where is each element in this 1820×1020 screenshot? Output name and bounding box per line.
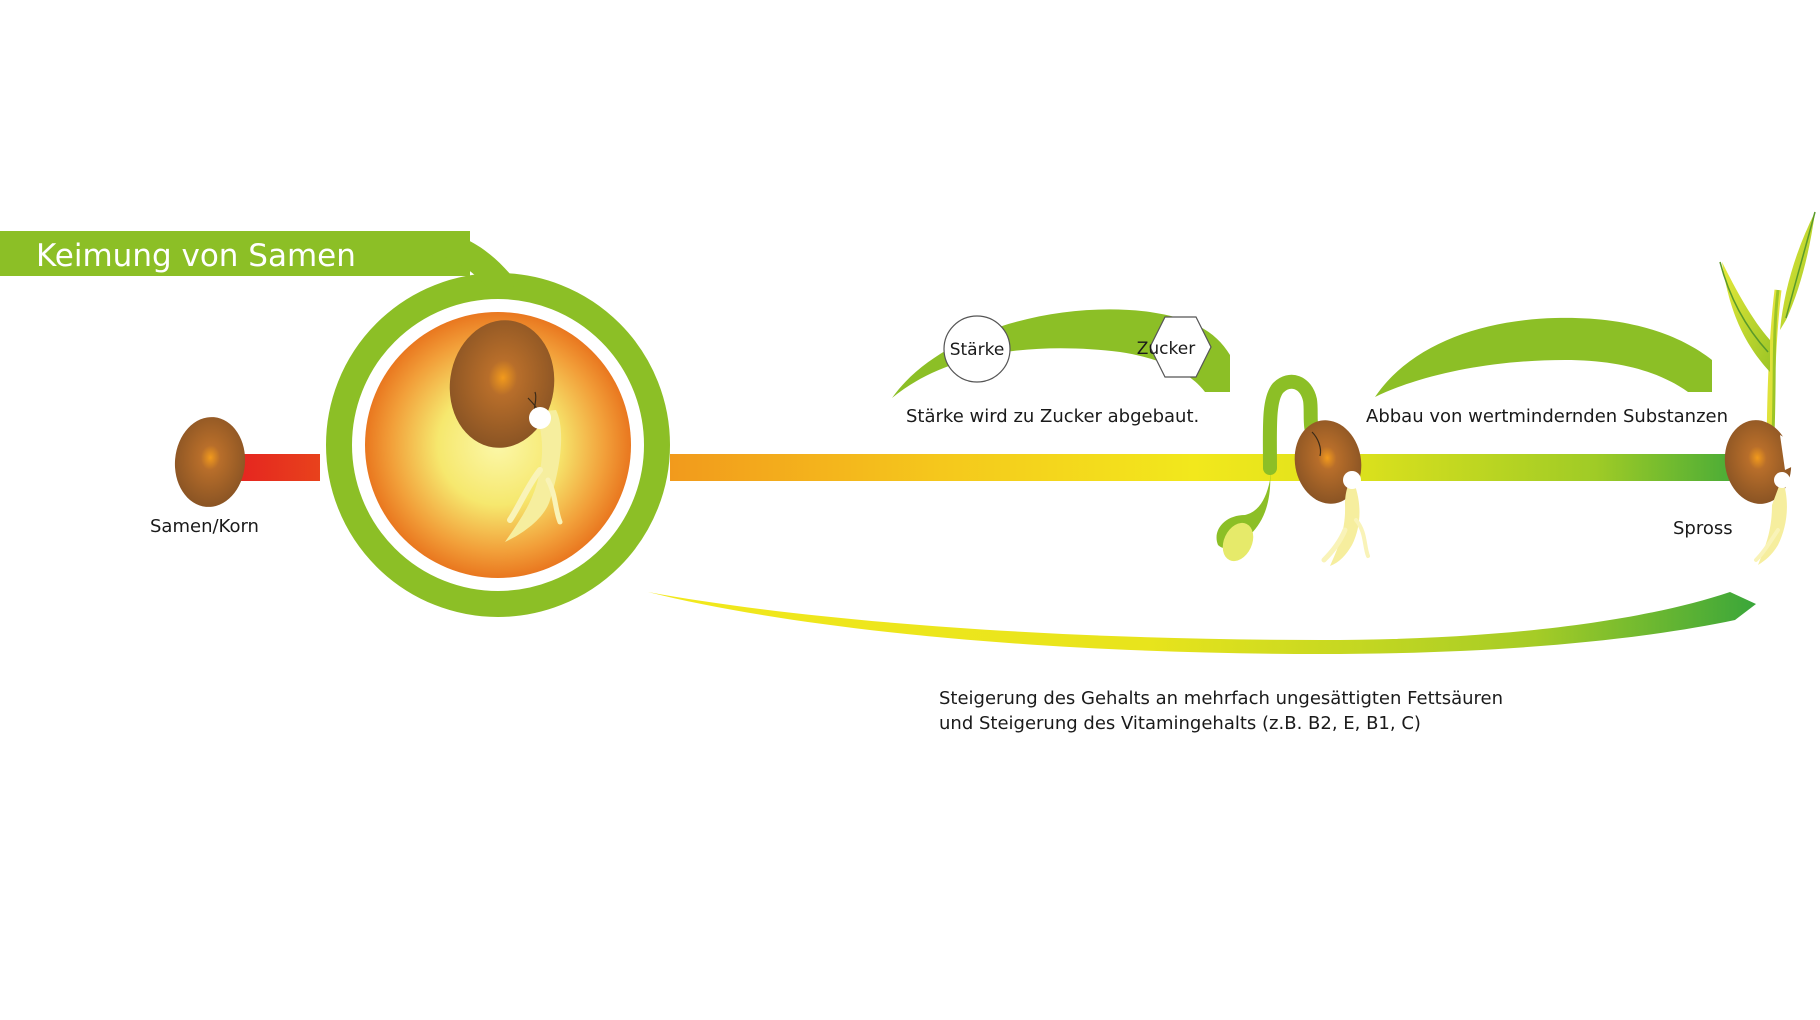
breakdown-arc	[1375, 317, 1712, 397]
sprouting-seed-icon	[1294, 420, 1370, 566]
title-banner	[0, 231, 470, 276]
red-progress-bar	[236, 454, 320, 481]
starch-sugar-arc	[892, 309, 1230, 398]
seed-label: Samen/Korn	[150, 516, 259, 537]
sprout-label: Spross	[1673, 518, 1733, 539]
germinating-seed-icon	[449, 320, 563, 542]
sugar-node: Zucker	[1137, 316, 1212, 378]
starch-node: Stärke	[943, 315, 1011, 383]
increase-label-line2: und Steigerung des Vitamingehalts (z.B. …	[939, 713, 1421, 734]
starch-node-label: Stärke	[950, 340, 1005, 360]
hook-sprout-icon	[1216, 374, 1323, 562]
main-progress-bar	[670, 454, 1760, 481]
increase-arc	[648, 592, 1756, 654]
final-sprout-icon	[1719, 211, 1816, 565]
breakdown-label: Abbau von wertmindernden Substanzen	[1366, 406, 1729, 427]
starch-conversion-label: Stärke wird zu Zucker abgebaut.	[906, 406, 1200, 427]
banner-ring-joint	[430, 231, 520, 290]
sugar-node-label: Zucker	[1137, 339, 1195, 359]
increase-label-line1: Steigerung des Gehalts an mehrfach unges…	[939, 688, 1504, 709]
page-title: Keimung von Samen	[36, 238, 356, 274]
seed-icon	[174, 417, 246, 507]
